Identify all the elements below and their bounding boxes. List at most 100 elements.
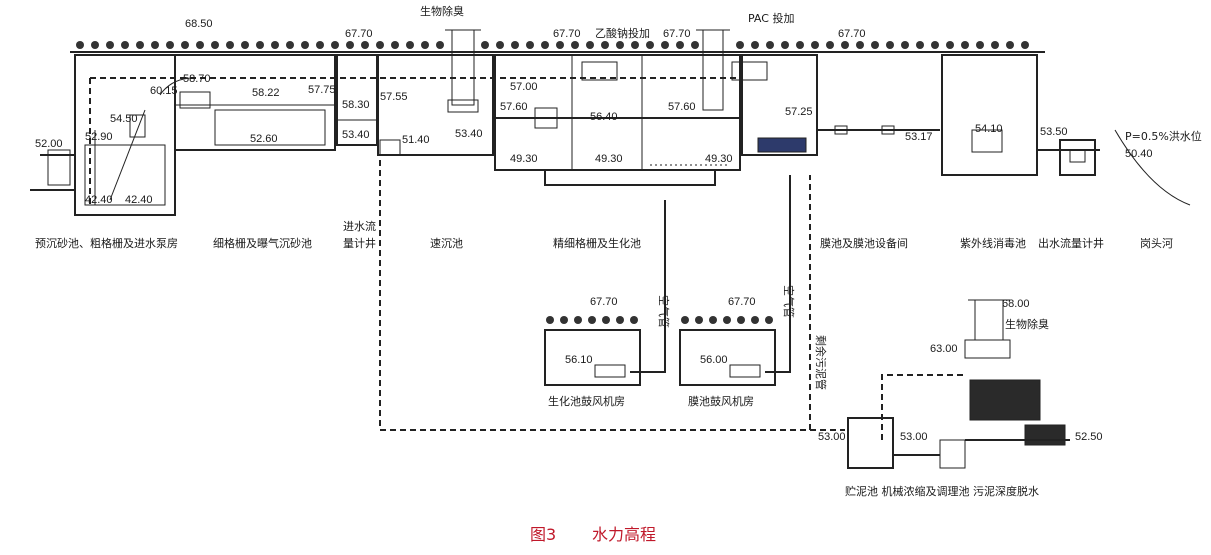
- tree-icon: [211, 41, 219, 49]
- tree-icon: [436, 41, 444, 49]
- elev-63-00: 63.00: [930, 343, 958, 355]
- tree-icon: [121, 41, 129, 49]
- elev-57-60-a: 57.60: [500, 101, 528, 113]
- elev-53-50: 53.50: [1040, 126, 1068, 138]
- stage-name-4: 速沉池: [430, 237, 463, 250]
- stage-membrane: [741, 54, 940, 156]
- elev-56-00: 56.00: [700, 354, 728, 366]
- elev-49-30-c: 49.30: [705, 153, 733, 165]
- stage-name-1: 预沉砂池、粗格栅及进水泵房: [35, 236, 178, 250]
- tree-icon: [856, 41, 864, 49]
- elev-57-55: 57.55: [380, 91, 408, 103]
- tree-icon: [631, 41, 639, 49]
- elev-49-30-b: 49.30: [595, 153, 623, 165]
- tree-icon: [560, 316, 568, 324]
- elev-67-70-d: 67.70: [838, 28, 866, 40]
- tree-icon: [811, 41, 819, 49]
- elev-56-10: 56.10: [565, 354, 593, 366]
- tree-icon: [737, 316, 745, 324]
- elev-53-40-a: 53.40: [342, 129, 370, 141]
- tree-icon: [316, 41, 324, 49]
- tree-icon: [166, 41, 174, 49]
- caption-fig-number: 图3: [530, 525, 556, 544]
- tree-icon: [286, 41, 294, 49]
- tree-icon: [871, 41, 879, 49]
- elev-53-40-b: 53.40: [455, 128, 483, 140]
- stage-name-7: 紫外线消毒池: [960, 236, 1026, 250]
- stage-name-6: 膜池及膜池设备间: [820, 236, 908, 250]
- tree-icon: [681, 316, 689, 324]
- tree-icon: [588, 316, 596, 324]
- tree-icon: [346, 41, 354, 49]
- elev-53-17: 53.17: [905, 131, 933, 143]
- tree-icon: [256, 41, 264, 49]
- stage-name-2: 细格栅及曝气沉砂池: [213, 236, 312, 250]
- elev-57-60-b: 57.60: [668, 101, 696, 113]
- elev-57-25: 57.25: [785, 106, 813, 118]
- tree-icon: [946, 41, 954, 49]
- elev-67-70-c: 67.70: [663, 28, 691, 40]
- label-deodor-2: 生物除臭: [1005, 317, 1049, 331]
- tree-icon: [961, 41, 969, 49]
- tree-icon: [526, 41, 534, 49]
- elev-51-40: 51.40: [402, 134, 430, 146]
- stage-name-3b: 量计井: [343, 236, 376, 250]
- elev-56-40: 56.40: [590, 111, 618, 123]
- tree-icon: [1021, 41, 1029, 49]
- tree-icon: [826, 41, 834, 49]
- label-air-pipe-1: 空气管: [657, 295, 671, 328]
- tree-icon: [781, 41, 789, 49]
- elevation-labels: 68.50 67.70 67.70 67.70 67.70 58.70 60.1…: [35, 18, 1153, 443]
- label-pac: PAC 投加: [748, 11, 794, 25]
- tree-icon: [496, 41, 504, 49]
- stage-bio-tank: [494, 29, 768, 186]
- tree-icon: [391, 41, 399, 49]
- tree-icon: [151, 41, 159, 49]
- tree-icon: [751, 316, 759, 324]
- label-sodium-acetate: 乙酸钠投加: [595, 26, 650, 40]
- elev-42-40-b: 42.40: [125, 194, 153, 206]
- tree-icon: [765, 316, 773, 324]
- tree-icon: [361, 41, 369, 49]
- elev-50-40: 50.40: [1125, 148, 1153, 160]
- elev-58-70: 58.70: [183, 73, 211, 85]
- stage-name-sludge: 贮泥池 机械浓缩及调理池 污泥深度脱水: [845, 484, 1039, 498]
- tree-icon: [481, 41, 489, 49]
- tree-icon: [751, 41, 759, 49]
- tree-icon: [886, 41, 894, 49]
- tree-icon: [796, 41, 804, 49]
- tree-icon: [301, 41, 309, 49]
- stage-fine-screen: [159, 54, 336, 151]
- river-bank: [1114, 129, 1191, 206]
- tree-icon: [136, 41, 144, 49]
- tree-icon: [331, 41, 339, 49]
- elev-60-15: 60.15: [150, 85, 178, 97]
- elev-52-00: 52.00: [35, 138, 63, 150]
- elev-54-50: 54.50: [110, 113, 138, 125]
- elev-42-40-a: 42.40: [85, 194, 113, 206]
- stage-name-8: 出水流量计井: [1038, 236, 1104, 250]
- tree-icon: [736, 41, 744, 49]
- stage-name-5: 精细格栅及生化池: [553, 236, 641, 250]
- tree-icon: [226, 41, 234, 49]
- tree-icon: [541, 41, 549, 49]
- tree-icon: [661, 41, 669, 49]
- tree-icon: [271, 41, 279, 49]
- elev-57-00: 57.00: [510, 81, 538, 93]
- tree-icon: [511, 41, 519, 49]
- elev-49-30-a: 49.30: [510, 153, 538, 165]
- tree-icon: [376, 41, 384, 49]
- tree-icon: [586, 41, 594, 49]
- tree-icon: [723, 316, 731, 324]
- tree-icon: [196, 41, 204, 49]
- pipe-labels: 空气管 空气管 剩余污泥管: [657, 285, 828, 390]
- elev-68-00: 68.00: [1002, 298, 1030, 310]
- tree-row-icon: [76, 41, 1029, 324]
- stage-uv: [941, 54, 1100, 176]
- elev-67-70-b: 67.70: [553, 28, 581, 40]
- tree-icon: [766, 41, 774, 49]
- stage-name-3a: 进水流: [343, 219, 376, 233]
- label-air-pipe-2: 空气管: [782, 285, 796, 318]
- tree-icon: [421, 41, 429, 49]
